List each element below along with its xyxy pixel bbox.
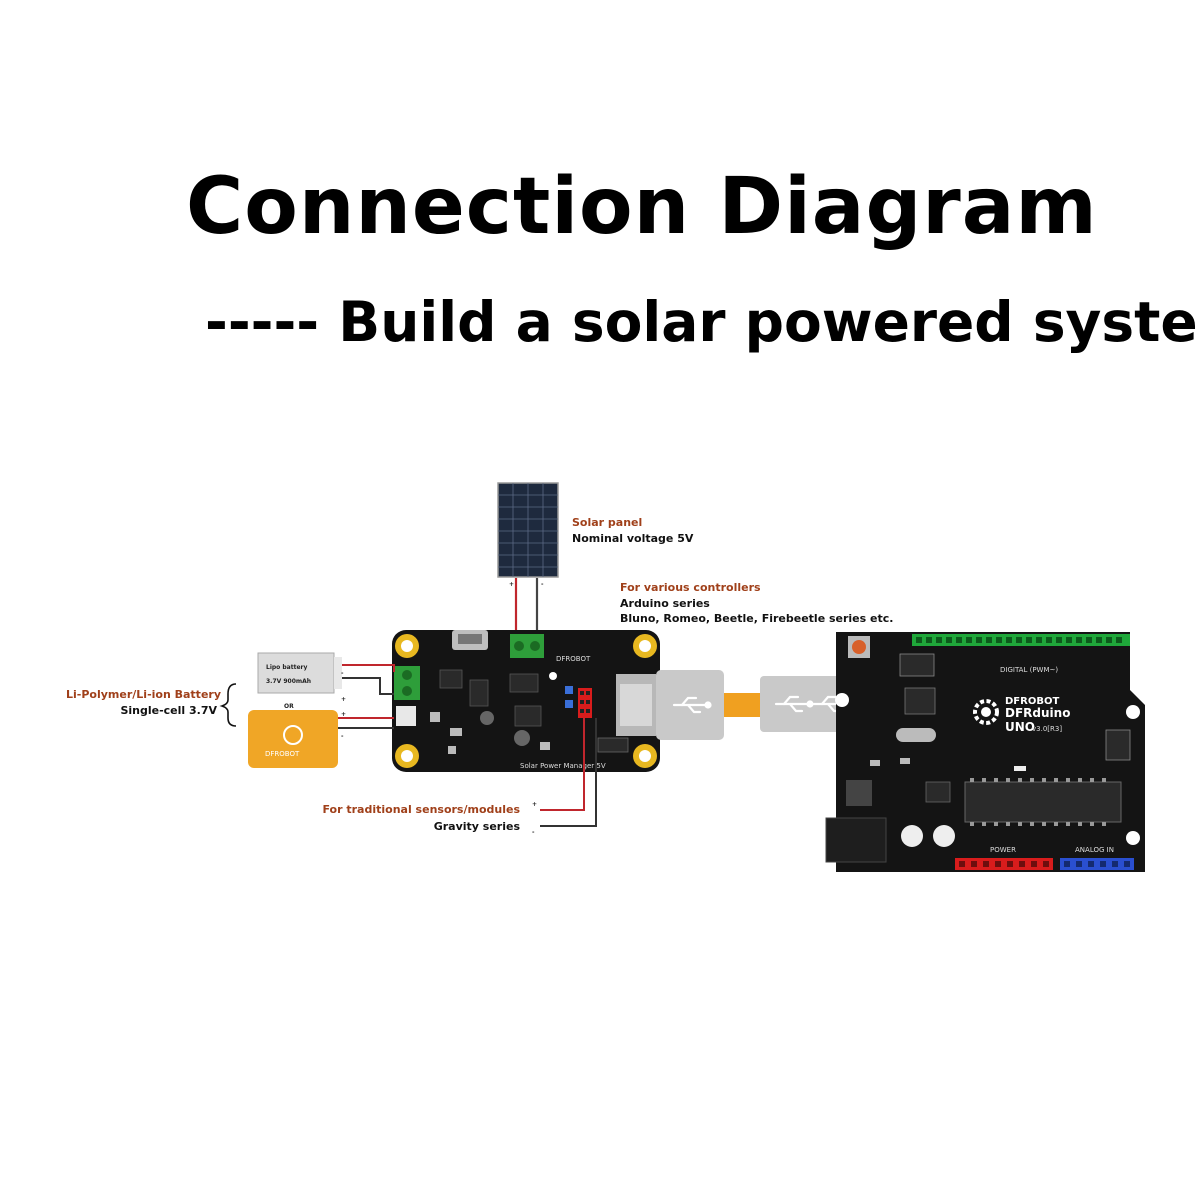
controllers-line2: Bluno, Romeo, Beetle, Firebeetle series … (620, 612, 893, 625)
lipo-plus-sign: + (341, 696, 346, 703)
lipo-label-1: Lipo battery (266, 664, 307, 671)
sensor-minus-sign: - (532, 829, 535, 836)
manager-dfrobot-logo: DFROBOT (556, 655, 591, 663)
battery-type-label: Li-Polymer/Li-ion Battery (66, 688, 221, 701)
lipo-label-2: 3.7V 900mAh (266, 678, 311, 685)
solar-voltage-label: Nominal voltage 5V (572, 532, 694, 545)
usb-icon (672, 696, 712, 714)
controllers-line1: Arduino series (620, 597, 710, 610)
lipo-wire-negative (342, 677, 394, 695)
dfrobot-battery (248, 710, 338, 768)
page-title: Connection Diagram (186, 162, 1098, 252)
sensor-plus-sign: + (532, 801, 537, 808)
controllers-heading: For various controllers (620, 581, 761, 594)
lipo-minus-sign: - (341, 670, 344, 677)
sensor-wire-positive (540, 718, 585, 811)
or-text: OR (284, 703, 294, 710)
uno-dfrobot-logo: DFROBOT (1005, 696, 1059, 707)
uno-version-label: v3.0[R3] (1032, 725, 1062, 733)
solar-power-manager-board (392, 630, 660, 772)
sensor-wire-negative (540, 718, 597, 827)
battery-dfrobot-logo: DFROBOT (265, 750, 300, 758)
sensors-heading: For traditional sensors/modules (322, 803, 520, 816)
lipo-wire-positive (342, 664, 395, 672)
battery-cell-label: Single-cell 3.7V (120, 704, 217, 717)
manager-board-label: Solar Power Manager 5V (520, 762, 606, 770)
solar-panel (497, 482, 559, 578)
solar-plus-sign: + (509, 581, 514, 588)
battery-brace (219, 683, 237, 727)
usb-icon (774, 695, 814, 713)
uno-digital-label: DIGITAL (PWM~) (1000, 666, 1058, 674)
uno-model-label: UNO (1005, 720, 1035, 734)
solar-panel-label: Solar panel (572, 516, 642, 529)
uno-power-label: POWER (990, 846, 1016, 854)
lipo-battery (257, 652, 342, 694)
sensors-line: Gravity series (434, 820, 521, 833)
dfrduino-uno-board (825, 632, 1145, 872)
solar-minus-sign: - (541, 581, 544, 588)
uno-dfrduino-label: DFRduino (1005, 706, 1070, 720)
uno-analog-label: ANALOG IN (1075, 846, 1114, 854)
page-subtitle: ----- Build a solar powered system (205, 290, 1200, 354)
battery-plus-sign: + (341, 711, 346, 718)
battery-minus-sign: - (341, 733, 344, 740)
